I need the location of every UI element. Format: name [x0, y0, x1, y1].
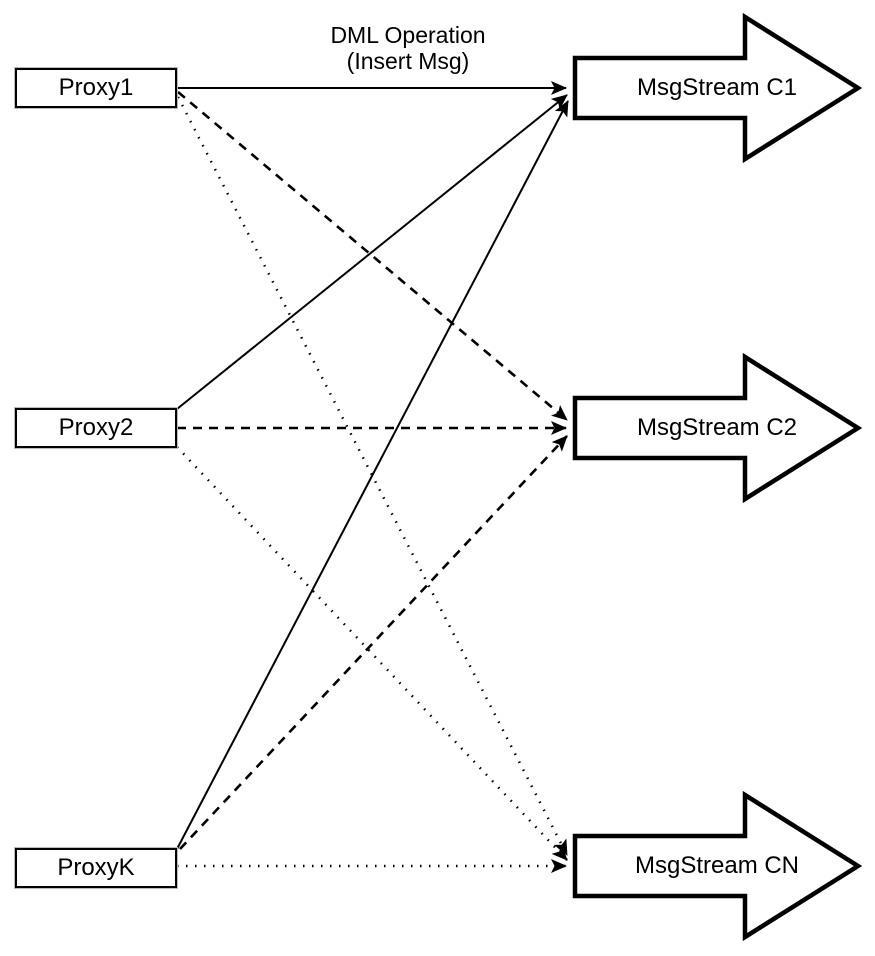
msgstream-c1-arrow-shape — [572, 12, 863, 164]
proxy2-label: Proxy2 — [58, 414, 134, 441]
proxyk-node: ProxyK — [15, 848, 177, 888]
diagram-title-line2: (Insert Msg) — [346, 48, 470, 74]
edge-proxyk-c1-solid — [176, 100, 569, 850]
edge-proxy2-cn-dotted — [176, 446, 568, 861]
proxy1-node: Proxy1 — [15, 68, 177, 108]
diagram-title-line1: DML Operation — [330, 22, 486, 48]
diagram-title: DML Operation (Insert Msg) — [300, 22, 516, 74]
proxyk-label: ProxyK — [57, 854, 135, 881]
msgstream-cn-label: MsgStream CN — [634, 852, 800, 879]
msgstream-cn-arrow-shape — [572, 790, 863, 942]
msgstream-c1-label: MsgStream C1 — [636, 74, 798, 101]
msgstream-c2-arrow-shape — [572, 352, 863, 504]
edge-proxy1-c2-dashed — [177, 91, 568, 421]
proxy1-label: Proxy1 — [58, 74, 134, 101]
msgstream-c2-label: MsgStream C2 — [636, 414, 798, 441]
edge-proxyk-c2-dashed — [179, 435, 568, 850]
edge-proxy2-c1-solid — [176, 94, 568, 410]
proxy2-node: Proxy2 — [15, 408, 177, 448]
edges-group — [176, 81, 569, 873]
